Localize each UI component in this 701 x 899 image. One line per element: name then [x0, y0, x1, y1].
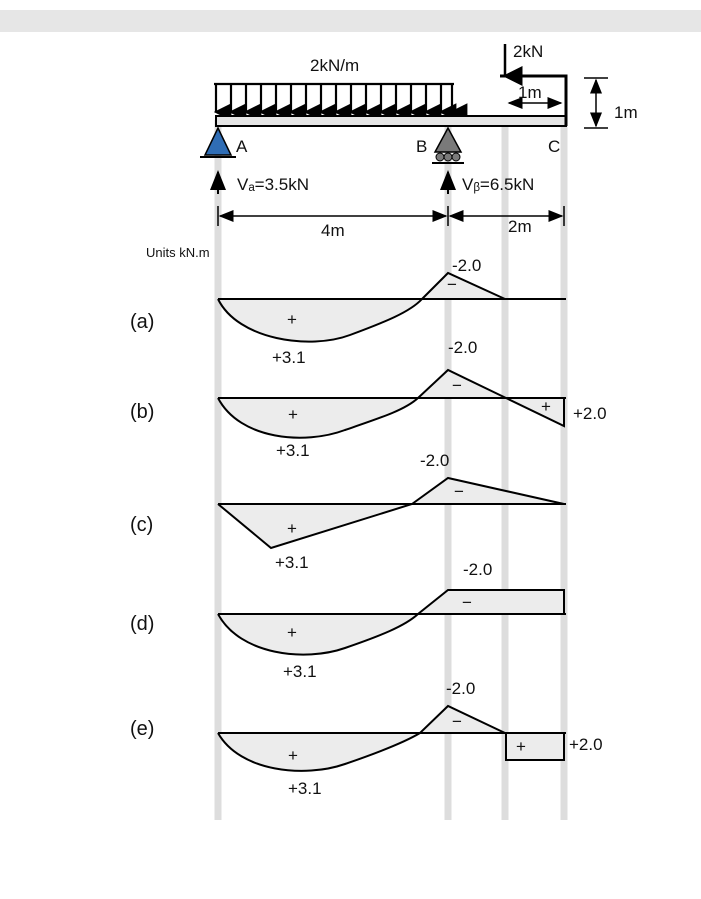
max-negative-value: -2.0	[448, 338, 477, 357]
max-positive-value: +3.1	[276, 441, 310, 460]
positive-sign: +	[287, 519, 297, 538]
dim-overhang-label: 1m	[518, 83, 542, 102]
udl-load-label: 2kN/m	[310, 56, 359, 75]
dim-height-label: 1m	[614, 103, 638, 122]
case-label: (a)	[130, 311, 154, 333]
positive-sign: +	[288, 746, 298, 765]
case-label: (e)	[130, 718, 154, 740]
guide-lines	[214, 120, 568, 820]
negative-sign: −	[452, 712, 462, 731]
support-a-triangle	[203, 126, 233, 156]
negative-sign: −	[452, 376, 462, 395]
max-negative-value: -2.0	[420, 451, 449, 470]
case-label: (b)	[130, 401, 154, 423]
case-label: (c)	[130, 514, 153, 536]
beam-body	[215, 115, 567, 127]
reaction-a-label: Vₐ=3.5kN	[237, 175, 309, 194]
max-positive-value: +3.1	[283, 662, 317, 681]
max-negative-value: -2.0	[446, 679, 475, 698]
case-label: (d)	[130, 613, 154, 635]
negative-sign: −	[462, 593, 472, 612]
positive-sign: +	[288, 405, 298, 424]
max-negative-value: -2.0	[463, 560, 492, 579]
diagram-case-d: (d) + − +3.1 -2.0	[130, 560, 566, 681]
top-strip	[0, 0, 701, 34]
beam-sketch: 2kN/m 2kN 1m 1m A B C Vₐ=3.5kN Vᵦ=6.5kN	[200, 42, 638, 240]
units-label: Units kN.m	[146, 245, 210, 260]
span-bc-label: 2m	[508, 217, 532, 236]
diagram-case-e: (e) + − + +3.1 -2.0 +2.0	[130, 679, 603, 798]
end-sign: +	[541, 397, 551, 416]
end-sign: +	[516, 737, 526, 756]
max-positive-value: +3.1	[288, 779, 322, 798]
reaction-b-label: Vᵦ=6.5kN	[462, 175, 534, 194]
support-b-triangle	[433, 126, 463, 153]
end-value: +2.0	[569, 735, 603, 754]
udl-arrows	[213, 82, 468, 121]
max-positive-value: +3.1	[272, 348, 306, 367]
max-negative-value: -2.0	[452, 256, 481, 275]
diagram-case-b: (b) + − + +3.1 -2.0 +2.0	[130, 338, 607, 460]
diagram-case-c: (c) + − +3.1 -2.0	[130, 451, 566, 572]
positive-sign: +	[287, 310, 297, 329]
negative-sign: −	[454, 482, 464, 501]
support-a-label: A	[236, 137, 248, 156]
point-load-label: 2kN	[513, 42, 543, 61]
span-ab-label: 4m	[321, 221, 345, 240]
end-c-label: C	[548, 137, 560, 156]
support-b-label: B	[416, 137, 427, 156]
diagram-case-a: (a) + − +3.1 -2.0	[130, 256, 566, 367]
end-value: +2.0	[573, 404, 607, 423]
positive-sign: +	[287, 623, 297, 642]
max-positive-value: +3.1	[275, 553, 309, 572]
negative-sign: −	[447, 275, 457, 294]
